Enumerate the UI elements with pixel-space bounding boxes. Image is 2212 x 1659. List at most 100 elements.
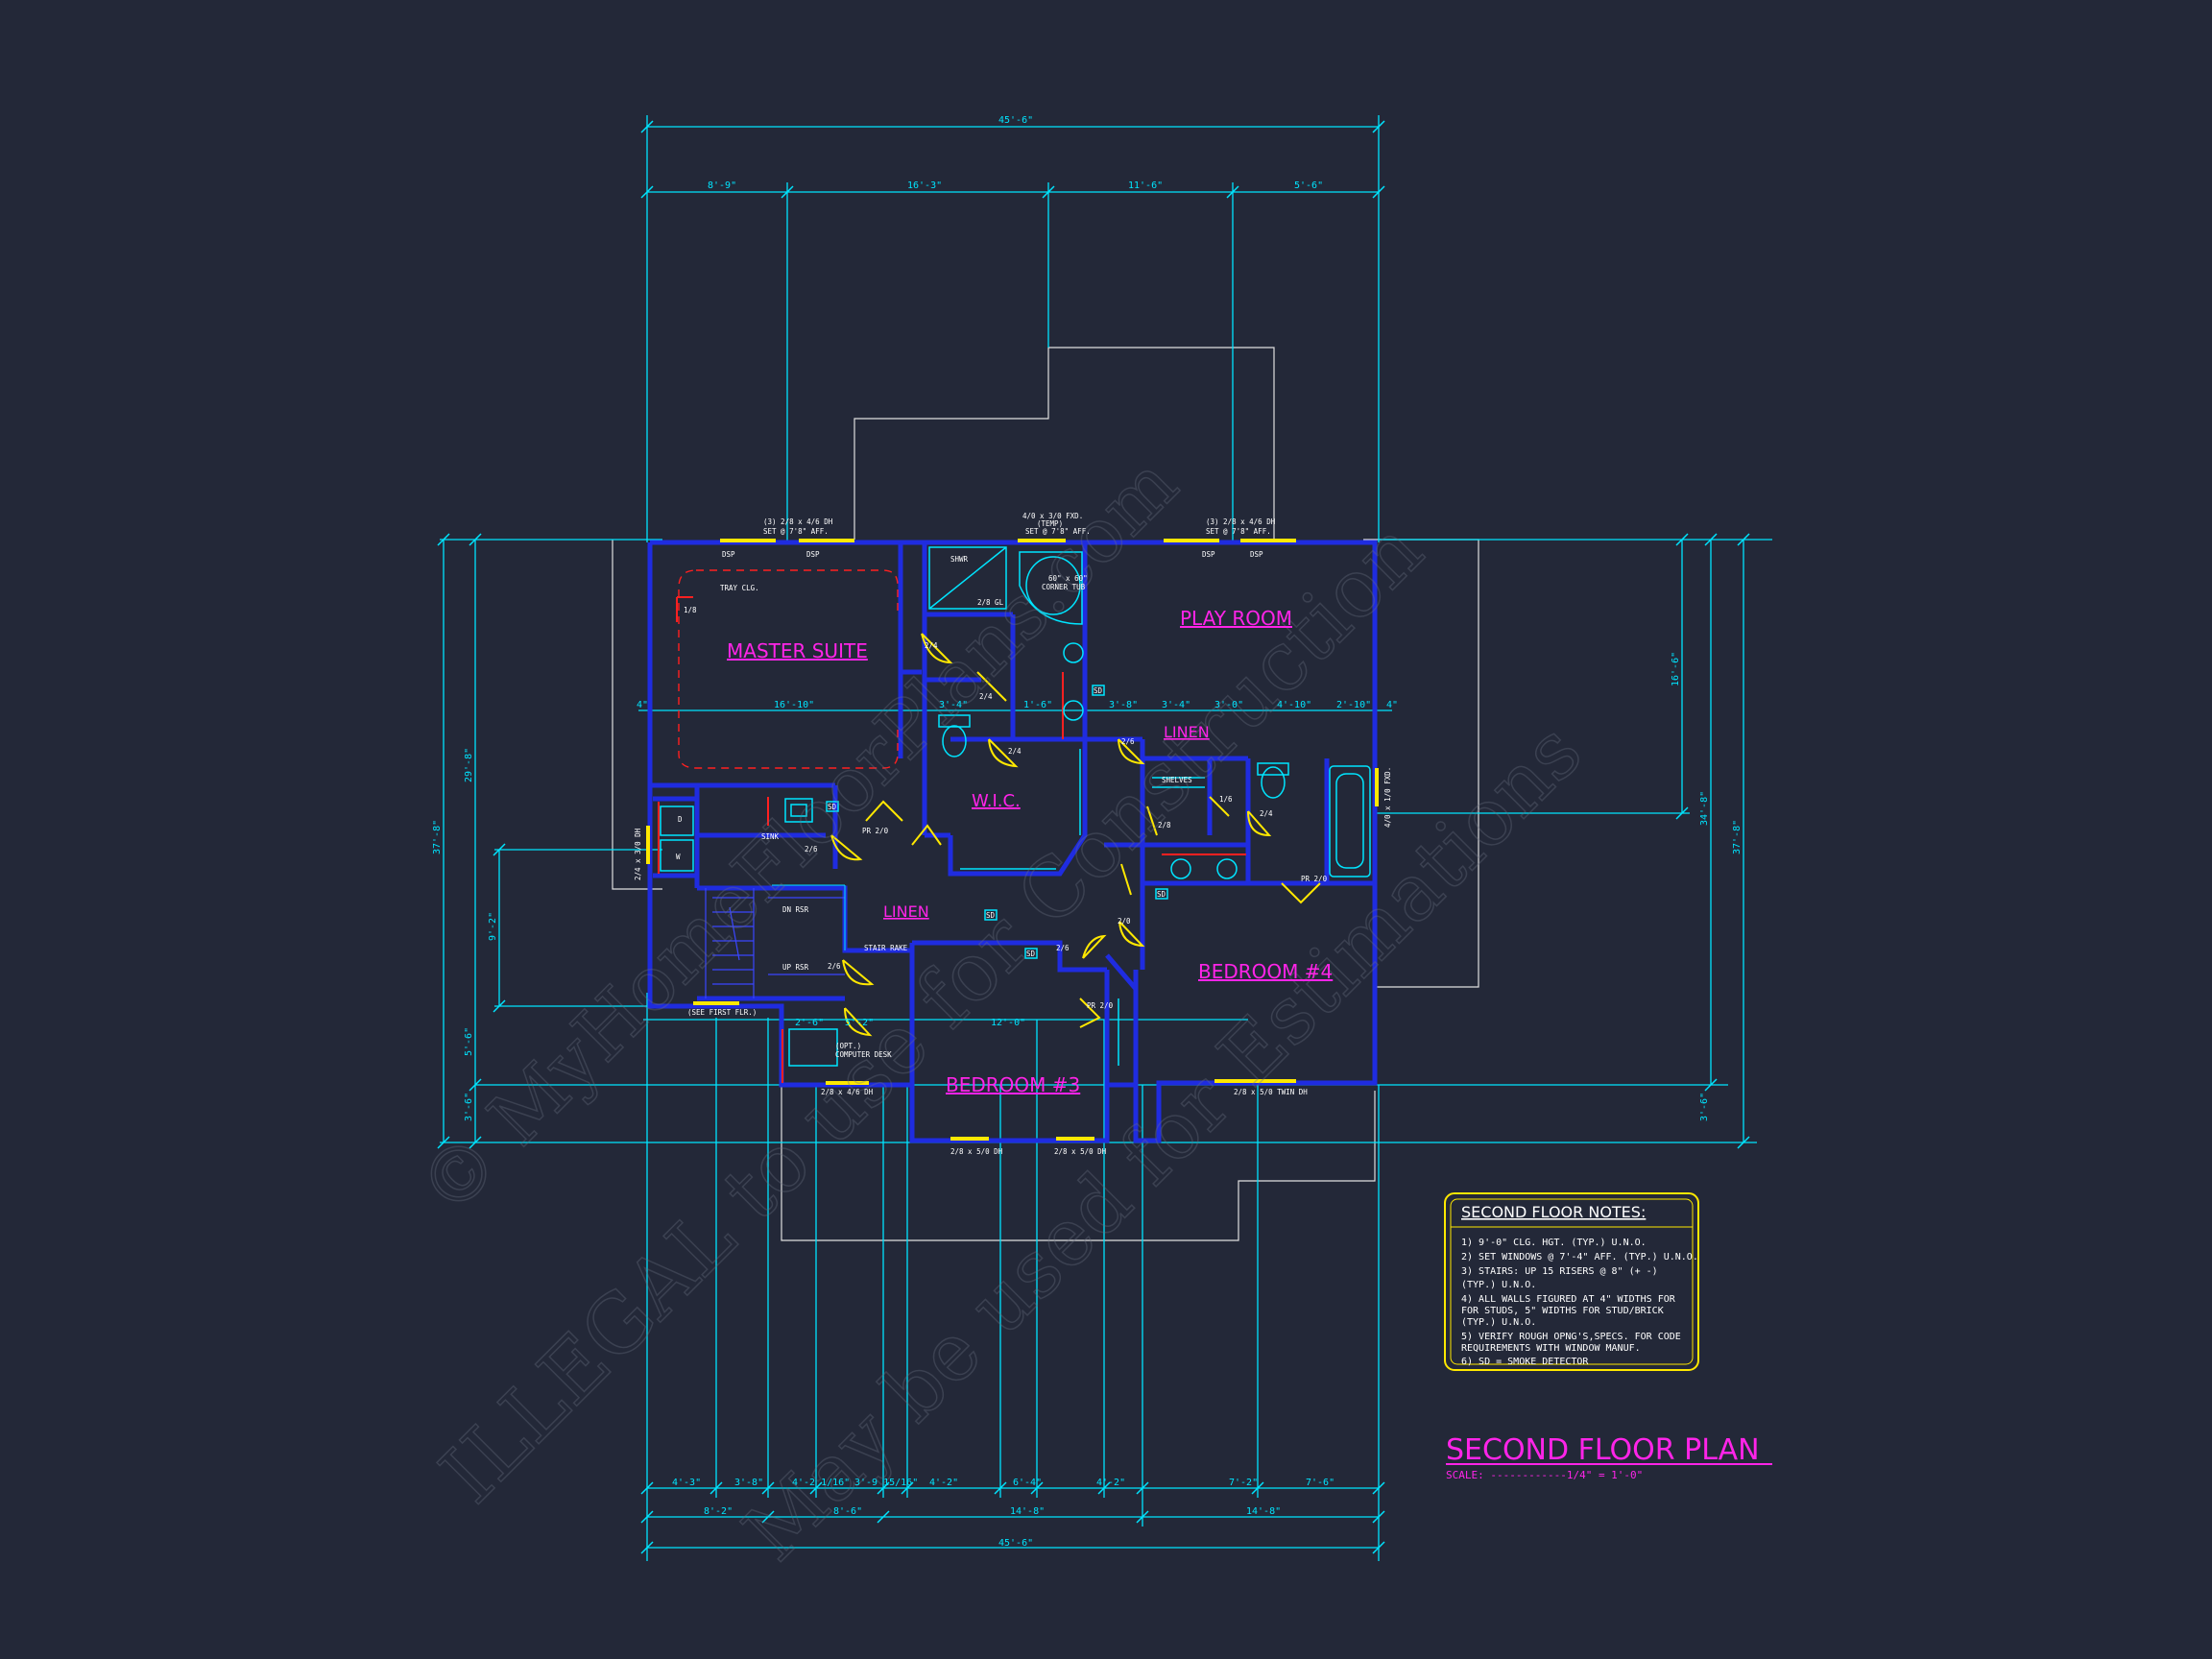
win-desk-bottom: 2/8 x 4/6 DH: [821, 1088, 874, 1096]
dim-stair-small: 2'-6": [795, 1018, 824, 1028]
win-bed4-bottom: 2/8 x 5/0 TWIN DH: [1234, 1088, 1308, 1096]
doors: [830, 633, 1321, 1037]
dim-bottom-3: 4'-2 1/16": [792, 1478, 850, 1488]
dim-inner-4a: 4": [637, 700, 648, 710]
roof-outline: [612, 347, 1479, 1241]
label-up-rsr: UP RSR: [782, 963, 809, 972]
dim-right-1: 34'-8": [1699, 791, 1710, 826]
dimension-ticks: [437, 120, 1750, 1554]
label-sink: SINK: [761, 832, 780, 841]
win-play-top: (3) 2/8 x 4/6 DH: [1206, 517, 1276, 526]
label-door-2-4a: 2/4: [925, 641, 938, 650]
room-wic: W.I.C.: [972, 791, 1021, 811]
dim-linen-b: 3'-4": [1162, 700, 1190, 710]
note-line-6: FOR STUDS, 5" WIDTHS FOR STUD/BRICK: [1461, 1306, 1664, 1316]
label-see-first: (SEE FIRST FLR.): [687, 1008, 757, 1017]
note-line-2: 2) SET WINDOWS @ 7'-4" AFF. (TYP.) U.N.O…: [1461, 1252, 1698, 1262]
label-door-2-4c: 2/4: [1008, 747, 1022, 756]
win-dsp-3: DSP: [1202, 550, 1215, 559]
dim-left-overall: 37'-8": [432, 820, 443, 854]
label-pr-door-2: PR 2/0: [1301, 875, 1328, 883]
win-right-side: 4/0 x 1/0 FXD.: [1383, 767, 1392, 828]
dim-linen-e: 2'-10": [1336, 700, 1371, 710]
win-bed3-bottom-1: 2/8 x 5/0 DH: [950, 1147, 1003, 1156]
dim-linen-c: 3'-0": [1214, 700, 1243, 710]
dim-stair-small-2: 5'-2": [845, 1018, 874, 1028]
win-dsp-2: DSP: [806, 550, 820, 559]
room-master-suite: MASTER SUITE: [727, 639, 868, 662]
label-door-2-8: 2/8: [1158, 821, 1171, 830]
label-stair-rake: STAIR RAKE: [864, 944, 908, 952]
room-play-room: PLAY ROOM: [1180, 607, 1292, 630]
note-line-7: (TYP.) U.N.O.: [1461, 1317, 1536, 1328]
dim-bottom-overall: 45'-6": [998, 1538, 1033, 1549]
win-play-top-sub: SET @ 7'8" AFF.: [1206, 527, 1271, 536]
dim-linen-d: 4'-10": [1277, 700, 1311, 710]
room-linen-1: LINEN: [1164, 723, 1210, 741]
label-sd-1: SD: [828, 803, 837, 811]
watermark: © MyHomeFloorPlans.com ILLEGAL to use fo…: [402, 440, 1600, 1578]
dim-top-2: 16'-3": [907, 180, 942, 191]
label-door-2-4d: 2/4: [1260, 809, 1273, 818]
notes-box: SECOND FLOOR NOTES: 1) 9'-0" CLG. HGT. (…: [1444, 1192, 1699, 1371]
label-washer: W: [676, 853, 681, 861]
windows: [646, 539, 1379, 1141]
note-line-5: 4) ALL WALLS FIGURED AT 4" WIDTHS FOR: [1461, 1294, 1676, 1305]
room-linen-2: LINEN: [883, 902, 929, 921]
dimension-text: 45'-6" 8'-9" 16'-3" 11'-6" 5'-6" 37'-8" …: [432, 115, 1743, 1549]
label-tub: 60" x 60": [1048, 574, 1088, 583]
dim-inner-4b: 4": [1386, 700, 1398, 710]
dim-right-overall: 37'-8": [1732, 820, 1743, 854]
dim-top-4: 5'-6": [1294, 180, 1323, 191]
win-left-side: 2/4 x 3/0 DH: [634, 828, 642, 880]
note-line-3: 3) STAIRS: UP 15 RISERS @ 8" (+ -): [1461, 1266, 1658, 1277]
label-dn-rsr: DN RSR: [782, 905, 809, 914]
red-accents: [658, 596, 1246, 1083]
dim-wic-small: 3'-4": [939, 700, 968, 710]
label-door-1-6: 1/6: [1219, 795, 1233, 804]
label-tub-sub: CORNER TUB: [1042, 583, 1086, 591]
win-bath-top-sub2: SET @ 7'8" AFF.: [1025, 527, 1091, 536]
dim-left-3: 5'-6": [464, 1027, 474, 1056]
win-bed3-bottom-2: 2/8 x 5/0 DH: [1054, 1147, 1107, 1156]
label-pr-door-3: PR 2/0: [1087, 1001, 1114, 1010]
win-bath-top: 4/0 x 3/0 FXD.: [1022, 512, 1083, 520]
label-pr-door-1: PR 2/0: [862, 827, 889, 835]
win-dsp-1: DSP: [722, 550, 735, 559]
plan-title-block: SECOND FLOOR PLAN SCALE: ------------1/4…: [1446, 1433, 1772, 1481]
note-line-4: (TYP.) U.N.O.: [1461, 1280, 1536, 1290]
label-computer-desk: COMPUTER DESK: [835, 1050, 892, 1059]
label-sd-2: SD: [1094, 686, 1103, 695]
dim-right-2: 16'-6": [1671, 652, 1681, 686]
win-master-top-sub: SET @ 7'8" AFF.: [763, 527, 829, 536]
room-bedroom-4: BEDROOM #4: [1198, 960, 1333, 983]
label-door-2-6c: 2/6: [1056, 944, 1070, 952]
dim-bottom-mid-2: 8'-6": [833, 1506, 862, 1517]
dim-bottom-8: 7'-2": [1229, 1478, 1258, 1488]
dim-bottom-1: 4'-3": [672, 1478, 701, 1488]
note-line-10: 6) SD = SMOKE DETECTOR: [1461, 1357, 1589, 1367]
dim-left-4: 3'-6": [464, 1093, 474, 1121]
label-sd-3: SD: [986, 911, 996, 920]
label-door-2-4b: 2/4: [979, 692, 993, 701]
dim-right-3: 3'-6": [1699, 1093, 1710, 1121]
label-tray-clg: TRAY CLG.: [720, 584, 759, 592]
win-master-top: (3) 2/8 x 4/6 DH: [763, 517, 833, 526]
plan-scale: SCALE: ------------1/4" = 1'-0": [1446, 1469, 1643, 1481]
label-shwr: SHWR: [950, 555, 969, 564]
label-door-2-6d: 2/6: [1121, 737, 1135, 746]
plan-title: SECOND FLOOR PLAN: [1446, 1433, 1760, 1467]
dim-top-overall: 45'-6": [998, 115, 1033, 126]
room-bedroom-3: BEDROOM #3: [946, 1073, 1080, 1096]
win-bath-top-sub: (TEMP): [1037, 519, 1063, 528]
label-door-2-0: 2/0: [1118, 917, 1131, 926]
label-bench: 2/8 GL: [977, 598, 1004, 607]
label-sd-5: SD: [1157, 890, 1166, 899]
dim-left-2: 9'-2": [488, 912, 498, 941]
dim-bottom-6: 6'-4": [1013, 1478, 1042, 1488]
notes-title: SECOND FLOOR NOTES:: [1461, 1203, 1646, 1221]
dim-bottom-4: 3'-9 15/16": [854, 1478, 918, 1488]
dim-bottom-5: 4'-2": [929, 1478, 958, 1488]
label-opt: (OPT.): [835, 1042, 861, 1050]
dim-bottom-mid-4: 14'-8": [1246, 1506, 1281, 1517]
